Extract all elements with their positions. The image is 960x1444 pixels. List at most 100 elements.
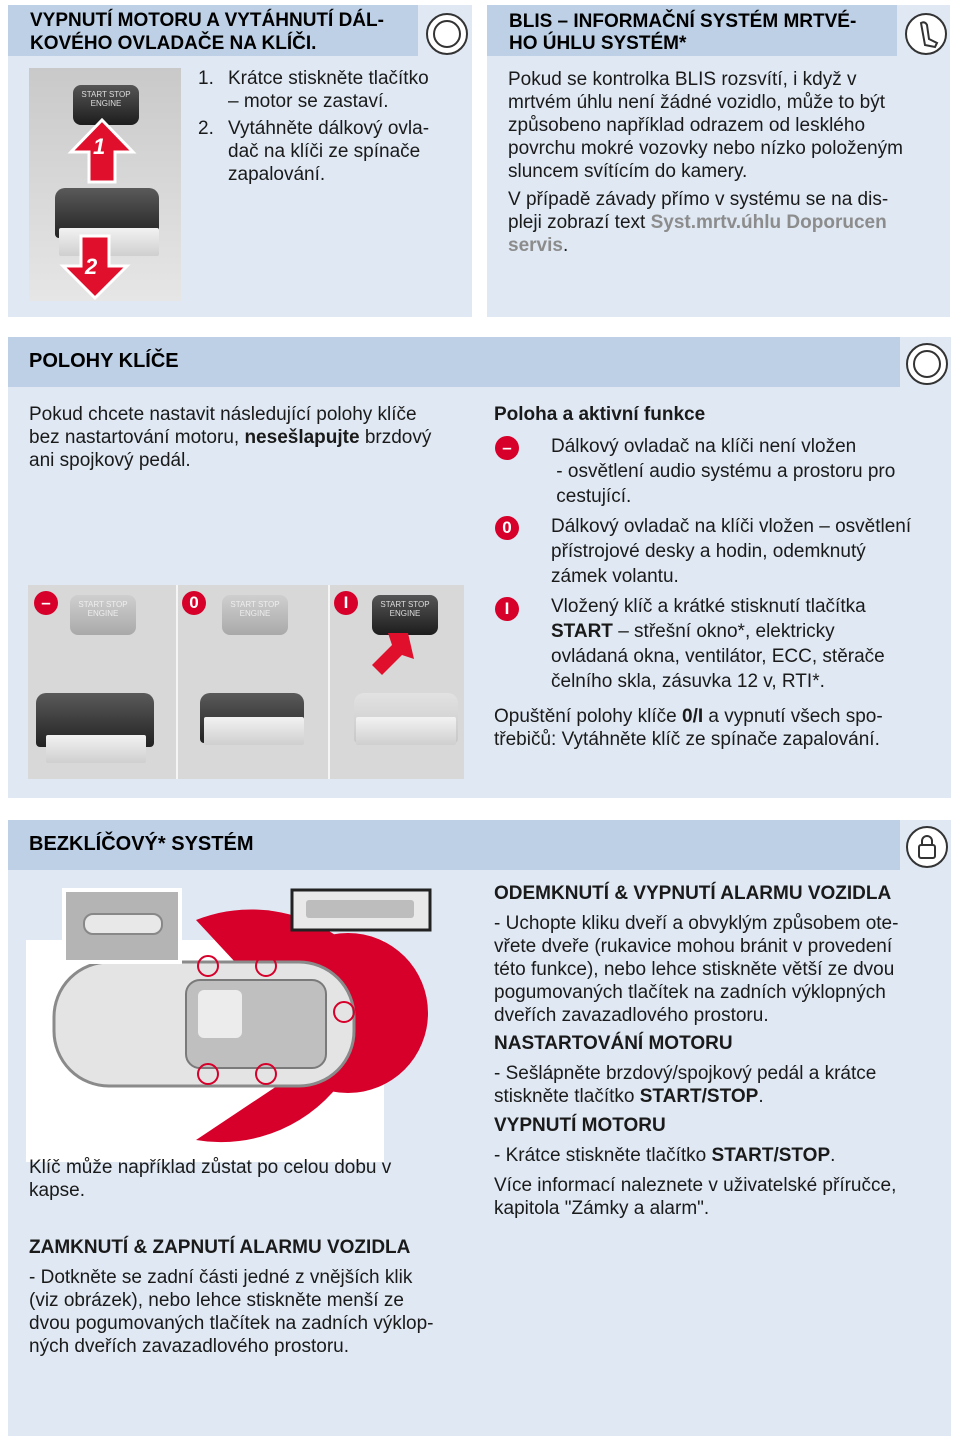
position-i-line4: čelního skla, zásuvka 12 v, RTI*.	[551, 671, 825, 692]
intro-bold: nesešlapujte	[244, 427, 360, 448]
unlock-title: ODEMKNUTÍ & VYPNUTÍ ALARMU VOZIDLA	[494, 883, 892, 904]
position-i-line1: Vložený klíč a krátké stisknutí tlačítka	[551, 596, 866, 617]
position-i-line2-post: – střešní okno*, elektricky	[612, 621, 835, 642]
unlock-line2: vřete dveře (rukavice mohou bránit v pro…	[494, 936, 893, 957]
intro-line2-post: brzdový	[359, 427, 432, 448]
blis-p1-line5: sluncem svítícím do kamery.	[508, 161, 748, 182]
arrow-up-icon	[67, 117, 137, 184]
arrow-up-icon	[372, 633, 414, 675]
start-engine-description: - Sešlápněte brzdový/spojkový pedál a kr…	[494, 1062, 944, 1108]
key-release-text: Opuštění polohy klíče 0/I a vypnutí všec…	[494, 705, 944, 751]
caption-line1: Klíč může například zůstat po celou dobu…	[29, 1157, 392, 1178]
start-stop-button-image: START STOP ENGINE	[222, 595, 288, 635]
section-engine-off-title-line1: VYPNUTÍ MOTORU A VYTÁHNUTÍ DÁL-	[30, 10, 384, 31]
blis-p2-line3: servis.	[508, 234, 948, 257]
step-2-number: 2.	[198, 118, 214, 139]
arrow-down-icon	[59, 234, 131, 301]
step-1: 1. Krátce stiskněte tlačítko – motor se …	[198, 67, 468, 113]
blis-p2-line1: V případě závady přímo v systému se na d…	[508, 189, 889, 210]
position-0-line2: přístrojové desky a hodin, odemknutý	[551, 541, 866, 562]
stop-engine-description: - Krátce stiskněte tlačítko START/STOP.	[494, 1144, 944, 1167]
intro-line2-pre: bez nastartování motoru,	[29, 427, 245, 448]
section-key-positions-title: POLOHY KLÍČE	[29, 350, 179, 372]
key-positions-intro: Pokud chcete nastavit následující polohy…	[29, 403, 479, 472]
step-2: 2. Vytáhněte dálkový ovla- dač na klíči …	[198, 117, 468, 186]
image-step-number-1: 1	[93, 134, 106, 159]
image-step-number-2: 2	[85, 254, 98, 279]
unlock-description: - Uchopte kliku dveří a obvyklým způsobe…	[494, 912, 944, 1027]
step-2-text: Vytáhněte dálkový ovla- dač na klíči ze …	[228, 117, 429, 186]
more-info: Více informací naleznete v uživatelské p…	[494, 1174, 944, 1220]
section-blis-header: BLIS – INFORMAČNÍ SYSTÉM MRTVÉ- HO ÚHLU …	[487, 5, 897, 56]
start-bold: START/STOP	[639, 1086, 759, 1107]
position-i-badge: I	[495, 597, 519, 621]
blis-paragraph-2: V případě závady přímo v systému se na d…	[508, 188, 948, 257]
section-keyless-header: BEZKLÍČOVÝ* SYSTÉM	[8, 820, 900, 870]
step-1-line1: Krátce stiskněte tlačítko	[228, 68, 429, 89]
lock-line2: (viz obrázek), nebo lehce stiskněte menš…	[29, 1290, 404, 1311]
release-post: a vypnutí všech spo-	[703, 706, 883, 727]
step-2-line3: zapalování.	[228, 164, 326, 185]
position-off-description: Dálkový ovladač na klíči není vložen - o…	[551, 434, 951, 509]
more-line2: kapitola "Zámky a alarm".	[494, 1198, 710, 1219]
seat-icon	[905, 13, 947, 55]
start-stop-button-image: START STOP ENGINE	[372, 595, 438, 635]
blis-p2-prefix: pleji zobrazí text	[508, 212, 651, 233]
blis-p1-line3: způsobeno například odrazem od lesklého	[508, 115, 866, 136]
unlock-line1: - Uchopte kliku dveří a obvyklým způsobe…	[494, 913, 899, 934]
stop-pre: - Krátce stiskněte tlačítko	[494, 1145, 712, 1166]
section-keyless: BEZKLÍČOVÝ* SYSTÉM Klíč může například z…	[8, 820, 951, 1436]
release-line2: třebičů: Vytáhněte klíč ze spínače zapal…	[494, 729, 880, 750]
start-line1: - Sešlápněte brzdový/spojkový pedál a kr…	[494, 1063, 877, 1084]
position-i-bold: START	[551, 621, 613, 642]
caption-line2: kapse.	[29, 1180, 85, 1201]
lock-title: ZAMKNUTÍ & ZAPNUTÍ ALARMU VOZIDLA	[29, 1237, 411, 1258]
start-engine-title: NASTARTOVÁNÍ MOTORU	[494, 1033, 733, 1054]
section-engine-off-title-line2: KOVÉHO OVLADAČE NA KLÍČI.	[30, 33, 317, 54]
step-1-number: 1.	[198, 68, 214, 89]
position-i-description: Vložený klíč a krátké stisknutí tlačítka…	[551, 594, 951, 694]
steering-wheel-icon	[426, 13, 468, 55]
lock-line4: ných dveřích zavazadlového prostoru.	[29, 1336, 350, 1357]
stop-bold: START/STOP	[711, 1145, 831, 1166]
step-2-line2: dač na klíči ze spínače	[228, 141, 421, 162]
step-1-text: Krátce stiskněte tlačítko – motor se zas…	[228, 67, 429, 113]
blis-p1-line4: povrchu mokré vozovky nebo nízko položen…	[508, 138, 903, 159]
unlock-line4: pogumovaných tlačítek na zadních výklopn…	[494, 982, 886, 1003]
position-0-badge: 0	[182, 591, 206, 615]
section-key-positions-header: POLOHY KLÍČE	[8, 337, 900, 387]
stop-line1: - Krátce stiskněte tlačítko START/STOP.	[494, 1144, 944, 1167]
keyless-caption: Klíč může například zůstat po celou dobu…	[29, 1156, 459, 1202]
image-divider	[176, 585, 178, 779]
key-position-images: – 0 I START STOP ENGINE START STOP ENGIN…	[28, 585, 464, 779]
intro-line3: ani spojkový pedál.	[29, 450, 191, 471]
lock-line1: - Dotkněte se zadní části jedné z vnější…	[29, 1267, 413, 1288]
position-i-badge: I	[334, 591, 358, 615]
release-line1: Opuštění polohy klíče 0/I a vypnutí všec…	[494, 705, 944, 728]
ignition-slot-image	[204, 717, 304, 745]
intro-line1: Pokud chcete nastavit následující polohy…	[29, 404, 417, 425]
blis-p1-line1: Pokud se kontrolka BLIS rozsvítí, i když…	[508, 69, 857, 90]
step-2-line1: Vytáhněte dálkový ovla-	[228, 118, 430, 139]
car-keyless-illustration	[26, 888, 432, 1162]
blis-p2-end: .	[562, 235, 569, 256]
section-blis-title-line2: HO ÚHLU SYSTÉM*	[509, 33, 687, 54]
lock-icon	[906, 826, 948, 868]
position-off-badge: –	[34, 591, 58, 615]
blis-p1-line2: mrtvém úhlu není žádné vozidlo, může to …	[508, 92, 886, 113]
position-0-line1: Dálkový ovladač na klíči vložen – osvětl…	[551, 516, 912, 537]
unlock-line5: dveřích zavazadlového prostoru.	[494, 1005, 769, 1026]
position-0-badge: 0	[495, 516, 519, 540]
blis-p2-line2: pleji zobrazí text Syst.mrtv.úhlu Doporu…	[508, 211, 948, 234]
start-end: .	[758, 1086, 764, 1107]
section-engine-off-header: VYPNUTÍ MOTORU A VYTÁHNUTÍ DÁL- KOVÉHO O…	[8, 5, 418, 56]
ignition-slot-image	[356, 717, 456, 745]
position-off-line1: Dálkový ovladač na klíči není vložen	[551, 436, 857, 457]
position-i-line2: START – střešní okno*, elektricky	[551, 619, 951, 644]
position-off-badge: –	[495, 436, 519, 460]
position-i-line3: ovládaná okna, ventilátor, ECC, stěrače	[551, 646, 885, 667]
section-engine-off: VYPNUTÍ MOTORU A VYTÁHNUTÍ DÁL- KOVÉHO O…	[8, 5, 472, 317]
stop-engine-title: VYPNUTÍ MOTORU	[494, 1115, 666, 1136]
release-pre: Opuštění polohy klíče	[494, 706, 682, 727]
image-divider	[328, 585, 330, 779]
